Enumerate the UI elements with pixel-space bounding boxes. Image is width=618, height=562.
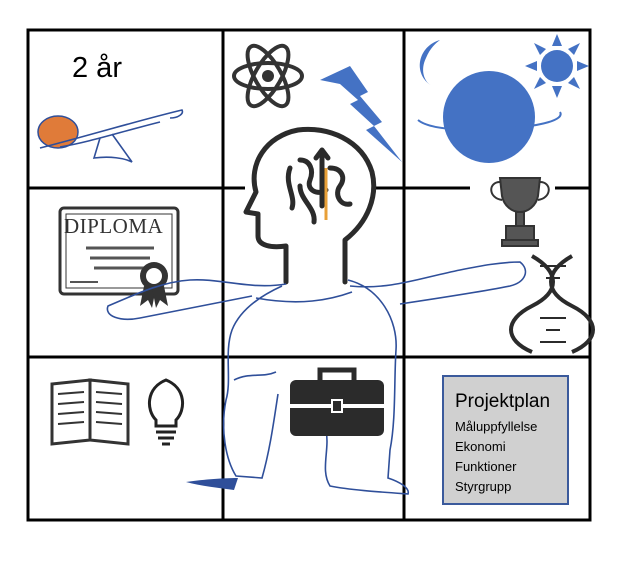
person-outline-scribble (106, 261, 527, 495)
briefcase-icon (290, 367, 384, 436)
planet-icon (417, 71, 562, 163)
age-label: 2 år (72, 52, 122, 84)
project-plan-title: Projektplan (455, 391, 551, 412)
light-bulb-icon (147, 378, 185, 446)
diploma-certificate-icon (58, 206, 180, 308)
project-plan-item: Funktioner (455, 459, 517, 474)
project-plan-item: Ekonomi (455, 439, 506, 454)
grid-lines (26, 28, 592, 522)
project-plan-box: Projektplan Måluppfyllelse Ekonomi Funkt… (442, 375, 569, 505)
trophy-icon (490, 177, 550, 247)
diploma-label: DIPLOMA (64, 214, 164, 238)
seesaw-scribble (39, 109, 184, 163)
atom-icon (232, 43, 304, 109)
project-plan-item: Måluppfyllelse (455, 419, 538, 434)
head-with-brain-maze-icon (243, 126, 377, 285)
lightning-bolt-icon (320, 66, 402, 162)
crescent-moon-icon (419, 40, 440, 86)
sun-icon (525, 34, 589, 98)
bottom-blue-wedge (186, 478, 238, 490)
project-plan-item: Styrgrupp (455, 479, 512, 494)
dna-helix-icon (509, 254, 595, 354)
open-book-icon (50, 378, 130, 446)
